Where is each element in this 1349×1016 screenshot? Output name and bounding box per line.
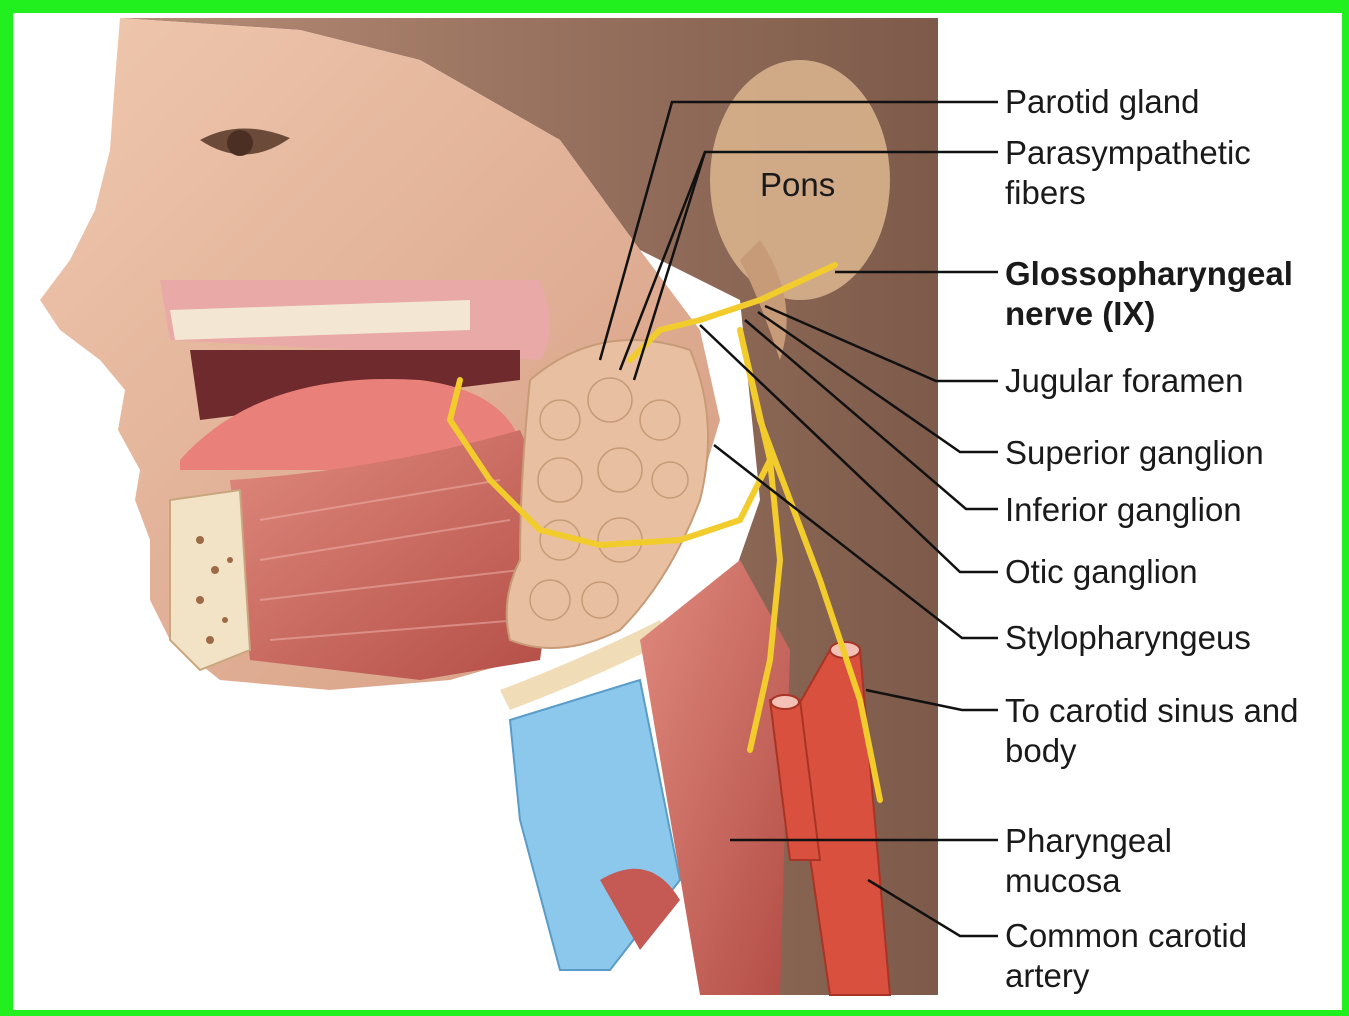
label-parotid-gland: Parotid gland: [1005, 82, 1199, 122]
label-carotid-sinus: To carotid sinus and body: [1005, 691, 1299, 771]
label-glossopharyngeal-line2: nerve (IX): [1005, 294, 1293, 334]
pharynx-wall: [640, 560, 790, 995]
label-common-carotid-line1: Common carotid: [1005, 916, 1247, 956]
parotid-gland: [507, 340, 708, 648]
label-inferior-ganglion: Inferior ganglion: [1005, 490, 1242, 530]
label-carotid-sinus-line2: body: [1005, 731, 1299, 771]
pons-label: Pons: [760, 166, 835, 204]
label-otic-ganglion: Otic ganglion: [1005, 552, 1198, 592]
label-superior-ganglion: Superior ganglion: [1005, 433, 1264, 473]
label-pharyngeal-mucosa-line2: mucosa: [1005, 861, 1172, 901]
label-pharyngeal-mucosa: Pharyngeal mucosa: [1005, 821, 1172, 901]
label-carotid-sinus-line1: To carotid sinus and: [1005, 691, 1299, 731]
label-jugular-foramen: Jugular foramen: [1005, 361, 1243, 401]
label-glossopharyngeal-line1: Glossopharyngeal: [1005, 254, 1293, 294]
label-parasympathetic-fibers: Parasympathetic fibers: [1005, 133, 1251, 213]
label-parasympathetic-line1: Parasympathetic: [1005, 133, 1251, 173]
label-common-carotid-artery: Common carotid artery: [1005, 916, 1247, 996]
label-glossopharyngeal-nerve: Glossopharyngeal nerve (IX): [1005, 254, 1293, 334]
label-common-carotid-line2: artery: [1005, 956, 1247, 996]
label-parasympathetic-line2: fibers: [1005, 173, 1251, 213]
label-stylopharyngeus: Stylopharyngeus: [1005, 618, 1251, 658]
label-pharyngeal-mucosa-line1: Pharyngeal: [1005, 821, 1172, 861]
